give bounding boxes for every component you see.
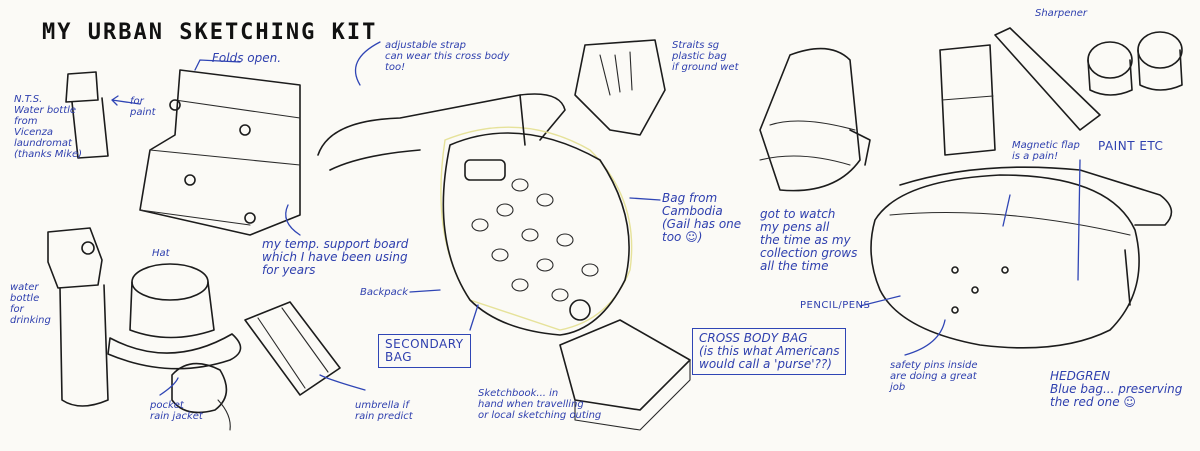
label-secondary-bag: SECONDARY BAG [378, 334, 471, 368]
note-sketchbook: Sketchbook... in hand when travelling or… [478, 388, 602, 421]
note-hat: Hat [152, 248, 170, 259]
rain-jacket-drawing [171, 362, 231, 431]
note-water-bottle-drinking: water bottle for drinking [10, 282, 51, 326]
backpack-drawing [317, 93, 633, 336]
note-folds-open: Folds open. [212, 51, 282, 65]
umbrella-drawing [244, 301, 341, 396]
note-umbrella: umbrella if rain predict [355, 400, 413, 422]
note-plastic-bag: Straits sg plastic bag if ground wet [672, 40, 739, 73]
hat-drawing [107, 263, 242, 370]
note-pocket-rain-jacket: pocket rain jacket [150, 400, 203, 422]
note-sharpener: Sharpener [1035, 8, 1088, 19]
note-pencil-pens: PENCIL/PENS [800, 300, 871, 311]
label-cross-body-bag: CROSS BODY BAG (is this what Americans w… [692, 328, 847, 375]
note-backpack: Backpack [360, 287, 409, 298]
note-paint-etc: PAINT etc [1098, 139, 1164, 153]
note-nts-bottle: N.T.S. Water bottle from Vicenza laundro… [14, 94, 83, 160]
paint-bottle-drawing [65, 71, 109, 159]
annotation-arrows [111, 41, 1081, 396]
cross-body-bag-drawing [870, 166, 1173, 349]
note-adjustable-strap: adjustable strap can wear this cross bod… [385, 40, 510, 73]
paint-set-drawing [939, 27, 1183, 156]
note-for-paint: for paint [130, 96, 156, 118]
pencil-pouch-drawing [759, 47, 871, 192]
note-support-board: my temp. support board which I have been… [262, 237, 409, 277]
note-hedgren: HEDGREN Blue bag... preserving the red o… [1050, 369, 1183, 409]
note-safety-pins: safety pins inside are doing a great job [890, 360, 978, 393]
sketchbook-drawing [559, 319, 691, 431]
page-title: MY URBAN SKETCHING KIT [42, 20, 378, 45]
plastic-bag-drawing [574, 39, 666, 136]
note-got-to-watch: got to watch my pens all the time as my … [760, 207, 858, 273]
support-board-drawing [139, 69, 301, 236]
note-magnetic-flap: Magnetic flap is a pain! [1012, 140, 1080, 162]
drinking-bottle-drawing [47, 227, 109, 407]
note-bag-from-cambodia: Bag from Cambodia (Gail has one too ☺) [662, 191, 742, 244]
